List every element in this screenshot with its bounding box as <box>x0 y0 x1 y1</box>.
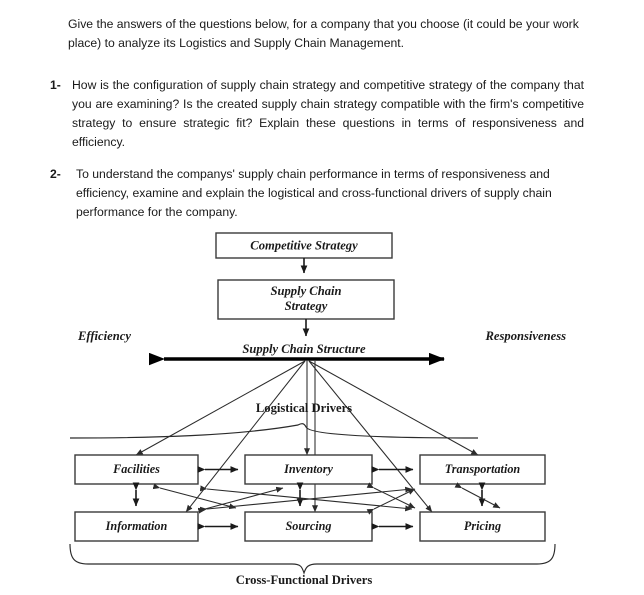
box-supply-chain-strategy-label-line2: Strategy <box>285 299 328 313</box>
supply-chain-drivers-diagram: Competitive Strategy Supply Chain Strate… <box>0 222 644 595</box>
question-2-number: 2- <box>50 167 61 181</box>
question-2-text: To understand the companys' supply chain… <box>76 167 552 219</box>
box-inventory-label: Inventory <box>283 462 333 476</box>
supply-chain-structure-label: Supply Chain Structure <box>242 342 366 356</box>
axis-label-responsiveness: Responsiveness <box>485 329 567 343</box>
intro-paragraph: Give the answers of the questions below,… <box>68 17 579 50</box>
cross-functional-drivers-brace <box>69 543 556 575</box>
interdriver-arrows-diagonal <box>152 482 501 515</box>
box-supply-chain-strategy-label-line1: Supply Chain <box>270 284 341 298</box>
box-competitive-strategy <box>215 232 393 259</box>
question-1: 1- How is the configuration of supply ch… <box>50 76 588 152</box>
interdriver-arrows-vertical <box>132 482 486 507</box>
logistical-drivers-label: Logistical Drivers <box>256 401 352 415</box>
box-sourcing-label: Sourcing <box>285 519 331 533</box>
logistical-drivers-brace <box>69 423 479 439</box>
box-information-label: Information <box>105 519 168 533</box>
structure-to-drivers-fan <box>135 360 479 513</box>
question-2: 2- To understand the companys' supply ch… <box>50 165 588 222</box>
box-information <box>74 511 199 542</box>
box-pricing <box>419 511 546 542</box>
box-supply-chain-strategy <box>217 279 395 320</box>
box-inventory <box>244 454 373 485</box>
cross-functional-drivers-label: Cross-Functional Drivers <box>236 573 373 587</box>
box-competitive-strategy-label: Competitive Strategy <box>250 238 358 252</box>
box-transportation-label: Transportation <box>445 462 521 476</box>
box-facilities-label: Facilities <box>112 462 160 476</box>
box-pricing-label: Pricing <box>464 519 501 533</box>
axis-label-efficiency: Efficiency <box>77 329 131 343</box>
question-1-number: 1- <box>50 78 61 92</box>
question-1-text: How is the configuration of supply chain… <box>72 78 584 149</box>
interdriver-arrows-horizontal <box>197 466 414 530</box>
